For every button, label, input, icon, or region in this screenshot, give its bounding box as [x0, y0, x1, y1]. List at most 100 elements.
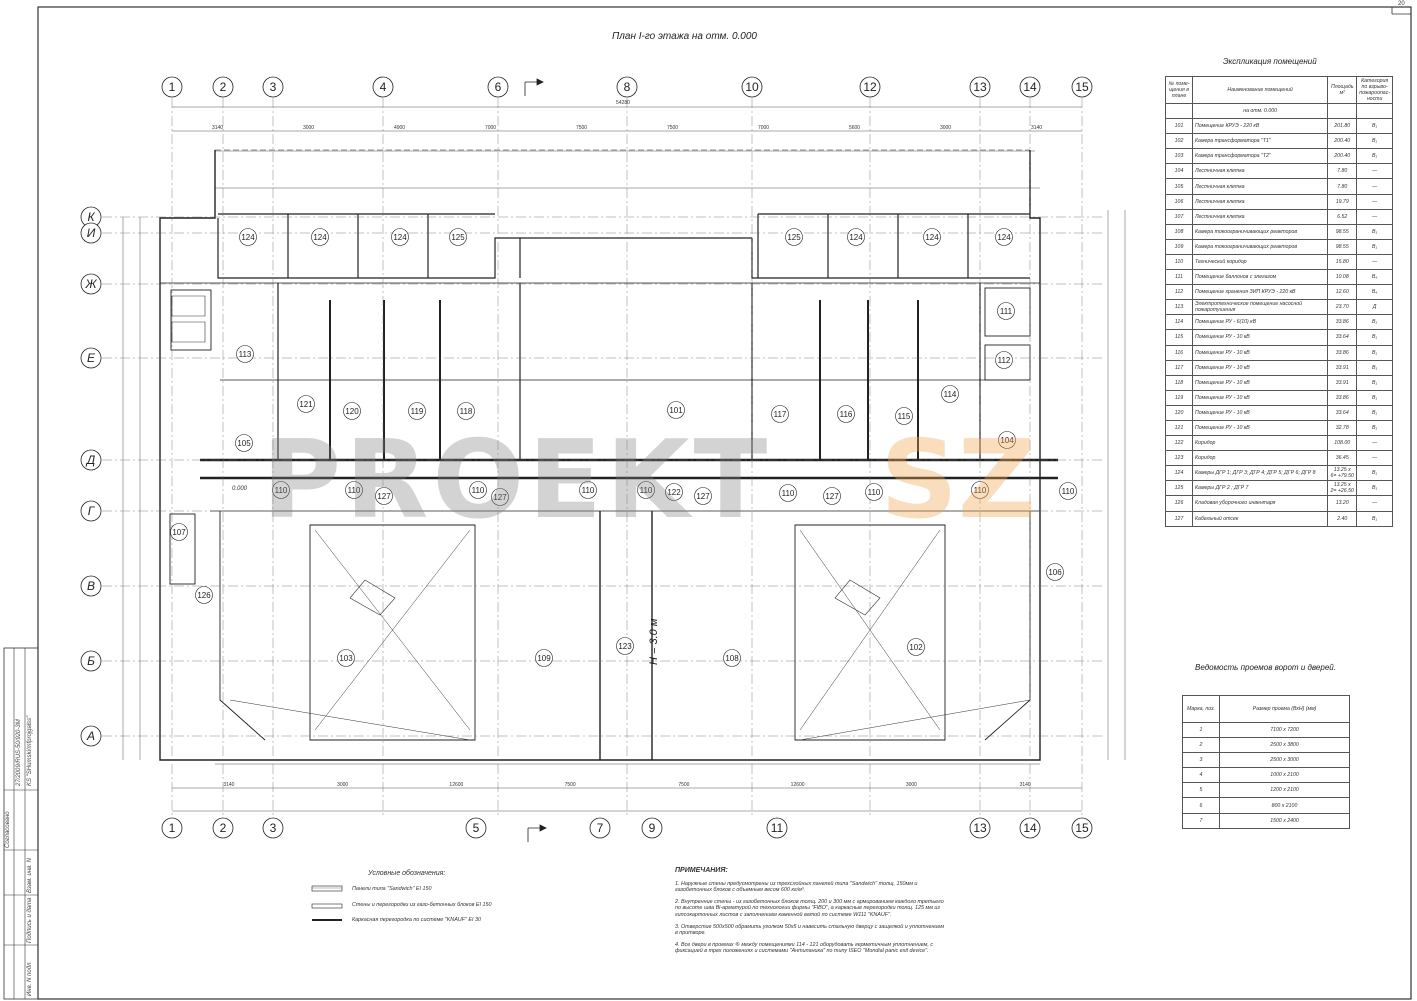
room-cell-name: Помещение хранения ЗИП КРУЭ - 220 кВ [1191, 284, 1329, 301]
bottom-axis-label: 13 [973, 821, 987, 835]
bottom-dim: 3000 [337, 782, 348, 788]
stamp-file: KS "SHumski/mfprojgalss" [27, 715, 33, 786]
top-axis-13: 13 [969, 76, 991, 98]
room-cell-n: 117 [1165, 359, 1193, 376]
room-cell-cat: В₁ [1356, 480, 1393, 497]
room-cell-n: 101 [1165, 118, 1193, 135]
bottom-dim: 3000 [906, 782, 917, 788]
note-1: 1. Наружные стены предусмотрены из трехс… [675, 880, 918, 894]
room-number: 119 [411, 407, 424, 416]
bottom-axis-label: 7 [597, 821, 604, 835]
room-mark-119: 119 [408, 402, 426, 420]
room-number: 121 [299, 400, 313, 409]
room-number: 108 [725, 654, 739, 663]
opening-cell-s: 1500 x 2400 [1219, 812, 1350, 829]
room-cell-name: Помещение РУ - 10 кВ [1191, 329, 1329, 346]
room-cell-area: 7.80 [1327, 163, 1358, 180]
room-cell-cat: — [1356, 178, 1393, 195]
stamp-agreed: Согласовано [5, 811, 11, 848]
top-axis-4: 4 [372, 76, 394, 98]
room-cell-area: 33.64 [1327, 329, 1358, 346]
col-mark: Марка, поз. [1182, 695, 1220, 723]
room-mark-124: 124 [923, 228, 941, 246]
room-number: 127 [696, 492, 710, 501]
sheet-number: 20 [1398, 1, 1405, 7]
room-cell-cat: В₁ [1356, 133, 1393, 150]
row-axis-И: И [80, 222, 102, 244]
room-cell-n: 110 [1165, 253, 1193, 271]
room-cell-cat: В₁ [1356, 329, 1393, 346]
room-cell-area: 15.80 [1327, 253, 1358, 271]
room-mark-124: 124 [391, 228, 409, 246]
room-cell-name: Камеры ДГР 2 ; ДГР 7 [1191, 480, 1329, 497]
top-axis-label: 3 [270, 80, 277, 94]
room-cell-name: Коридор [1191, 435, 1329, 452]
room-cell-name: Камера трансформатора "Т2" [1191, 148, 1329, 165]
room-cell-cat: В₁ [1356, 389, 1393, 406]
stamp-signature: Подпись и дата [27, 897, 33, 943]
room-cell-area: 200.40 [1327, 148, 1358, 165]
room-cell-name: Лестничная клетка [1191, 178, 1329, 195]
room-cell-name: Камера трансформатора "Т1" [1191, 133, 1329, 150]
room-number: 127 [377, 492, 391, 501]
room-number: 124 [393, 233, 407, 242]
opening-cell-s: 800 x 2100 [1219, 797, 1350, 814]
room-cell-name: Коридор [1191, 450, 1329, 467]
room-mark-122: 122 [665, 483, 683, 501]
room-number: 110 [974, 486, 987, 495]
top-axis-label: 1 [169, 80, 176, 94]
room-mark-104: 104 [998, 431, 1016, 449]
room-cell-cat: В₁ [1356, 223, 1393, 240]
top-axis-1: 1 [161, 76, 183, 98]
bottom-dim: 7500 [565, 782, 576, 788]
room-mark-124: 124 [847, 228, 865, 246]
room-cell-name: Лестничная клетка [1191, 193, 1329, 210]
note-2: 2. Внутренние стены - из газобетонных бл… [675, 898, 944, 918]
room-cell-area: 10.08 [1327, 269, 1358, 286]
room-number: 120 [345, 407, 359, 416]
room-cell-name: Технический коридор [1191, 253, 1329, 271]
room-number: 123 [618, 642, 632, 651]
room-cell-cat: В₁ [1356, 238, 1393, 255]
room-mark-110: 110 [579, 481, 597, 499]
bottom-axis-15: 15 [1071, 817, 1093, 839]
room-mark-127: 127 [694, 487, 712, 505]
room-mark-117: 117 [771, 405, 789, 423]
room-cell-n: 108 [1165, 223, 1193, 240]
room-cell-n: 106 [1165, 193, 1193, 210]
room-mark-118: 118 [457, 402, 475, 420]
legend-item-sandwich: Панели типа "Sandwich" EI 150 [352, 886, 432, 892]
top-axis-label: 15 [1075, 80, 1089, 94]
room-number: 112 [998, 356, 1011, 365]
top-axis-label: 8 [624, 80, 631, 94]
room-number: 110 [782, 489, 795, 498]
room-cell-area: 32.78 [1327, 419, 1358, 437]
room-mark-124: 124 [239, 228, 257, 246]
bottom-axis-14: 14 [1019, 817, 1041, 839]
top-dim: 3140 [212, 125, 223, 131]
bottom-axis-13: 13 [969, 817, 991, 839]
room-cell-area: 98.55 [1327, 223, 1358, 240]
room-cell-name: Помещение РУ - 10 кВ [1191, 389, 1329, 406]
overall-dimension: 54280 [616, 100, 630, 106]
room-mark-110: 110 [345, 481, 363, 499]
bottom-axis-1: 1 [161, 817, 183, 839]
room-cell-area: 6.52 [1327, 208, 1358, 225]
row-axis-Е: Е [80, 347, 102, 369]
row-axis-label: Е [87, 351, 96, 365]
room-cell-cat: — [1356, 253, 1393, 271]
room-cell-name: Помещение РУ - 6(10) кВ [1191, 314, 1329, 331]
room-cell-name: Лестничная клетка [1191, 163, 1329, 180]
